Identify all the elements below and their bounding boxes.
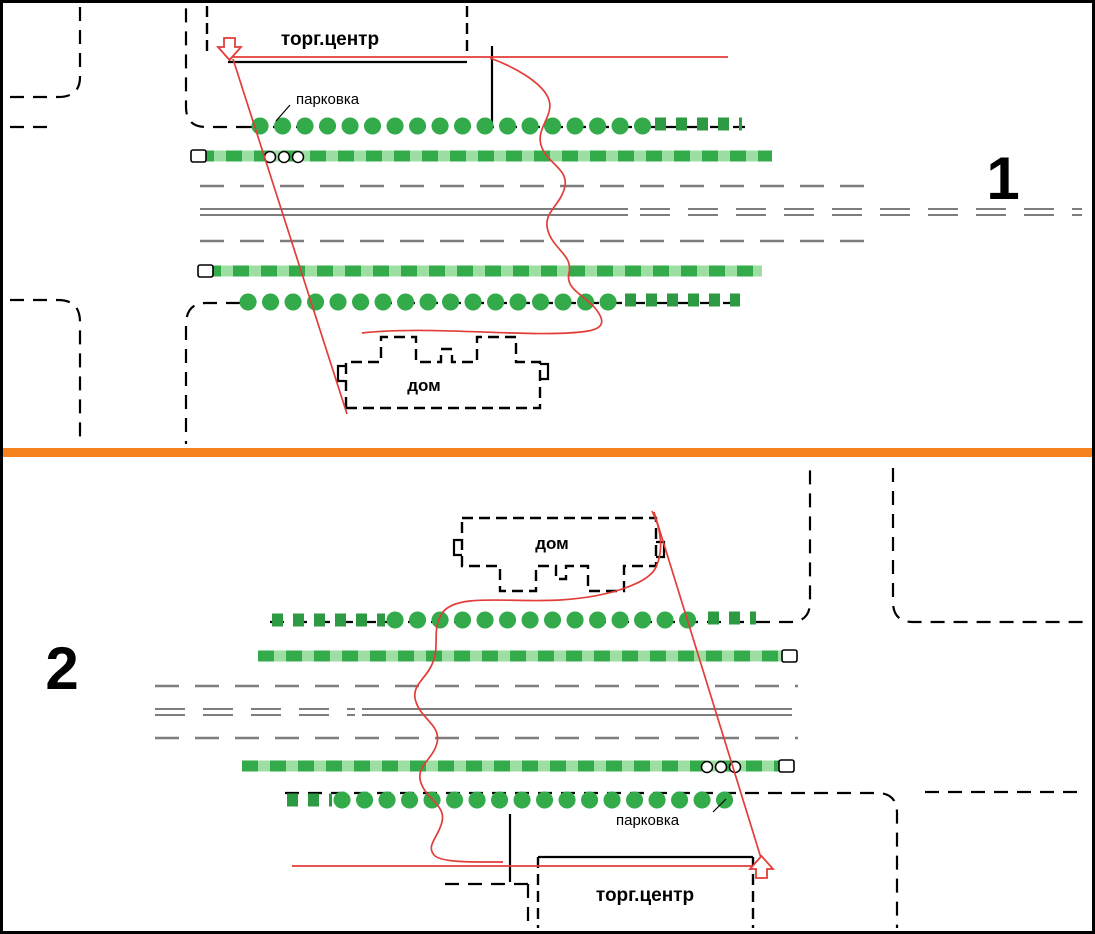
parking-pointer-line (712, 798, 727, 813)
parked-car-icon (778, 759, 795, 773)
mall-label: торг.центр (596, 885, 694, 906)
street-corner-top-left-outer (10, 6, 82, 99)
scenario-2: дом парковка торг.центр 2 (45, 468, 1085, 928)
route-direct-line (653, 511, 762, 859)
scenario-number: 2 (45, 635, 78, 702)
street-corner-bottom-left-outer (10, 298, 82, 444)
house-outline (460, 516, 658, 593)
house-tab-left (336, 364, 346, 383)
house-outline (344, 335, 542, 410)
route-direct-line (232, 58, 348, 415)
entrance-arrow-up-icon (748, 854, 775, 879)
street-corner-bottom-left-inner (184, 301, 240, 444)
house-building: дом (336, 335, 550, 410)
parking-pointer-line (275, 104, 291, 122)
house-tab-left (452, 538, 462, 557)
panel-divider (3, 448, 1092, 457)
parked-car-icon (781, 649, 798, 663)
route-desire-path (413, 510, 662, 863)
street-corner-top-right-outer (891, 468, 1085, 624)
street-corner-top-right-inner (756, 468, 812, 624)
bollard-icon (700, 760, 714, 774)
mall-label: торг.центр (281, 29, 379, 50)
parked-car-icon (190, 149, 207, 163)
street-corner-top-left-inner (184, 6, 250, 129)
scenario-1: торг.центр парковка дом 1 (10, 6, 1082, 444)
entrance-arrow-down-icon (216, 37, 243, 62)
parked-car-icon (197, 264, 214, 278)
mall-building: торг.центр (205, 6, 469, 64)
parking-label: парковка (296, 91, 360, 108)
house-label: дом (535, 534, 569, 553)
scenario-number: 1 (986, 145, 1019, 212)
route-desire-path (361, 57, 603, 335)
bollard-icon (714, 760, 728, 774)
house-tab-right (540, 362, 550, 381)
bollard-icon (277, 150, 291, 164)
parking-label: парковка (616, 812, 680, 829)
house-label: дом (407, 376, 441, 395)
road-edge-bottom-and-corner (285, 791, 899, 928)
bollard-icon (291, 150, 305, 164)
mall-building: торг.центр (536, 855, 755, 928)
